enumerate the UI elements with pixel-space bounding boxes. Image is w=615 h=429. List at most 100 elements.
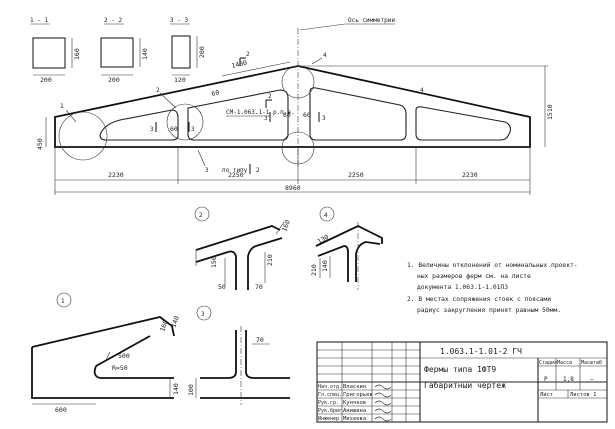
symmetry-axis-label: Ось симметрии xyxy=(348,17,395,24)
dim-1400: 1400 xyxy=(231,59,248,70)
section-2-2-label: 2 - 2 xyxy=(104,17,122,24)
note-line-2: ных размеров ферм см. на листе xyxy=(417,272,531,280)
detail-2-d150: 150 xyxy=(210,256,218,268)
detail-2-mark: 2 xyxy=(199,212,203,219)
stamp-mass-header: Масса xyxy=(557,360,572,366)
typ-mark: 2 xyxy=(256,167,260,174)
section-2-2-height: 140 xyxy=(141,48,149,60)
detail-4-mark: 4 xyxy=(324,212,328,219)
stamp-title-2: Габаритный чертеж xyxy=(424,380,506,390)
stamp-title-1: Фермы типа 1ФТ9 xyxy=(424,365,496,374)
stamp-role-4: Рук.бриг. xyxy=(318,407,345,414)
section-1-1: 1 - 1 200 160 xyxy=(30,17,81,84)
signature-5 xyxy=(374,416,392,422)
dim-60-b: 60 xyxy=(170,125,178,133)
stamp-name-4: Анишина xyxy=(343,408,366,414)
dim-450: 450 xyxy=(36,138,44,150)
truss-main-view: Ось симметрии 1 2 4 3 1400 2 2 xyxy=(36,17,554,195)
section-2-2: 2 - 2 200 140 xyxy=(100,17,149,84)
truss-opening-3 xyxy=(309,87,407,141)
detail-2-d210: 210 xyxy=(266,254,274,266)
callout-1: 1 xyxy=(60,103,64,110)
detail-circle-4 xyxy=(281,65,315,99)
stamp-name-2: Григорьев xyxy=(343,392,373,398)
detail-2: 2 150 210 50 70 160 xyxy=(194,206,292,291)
detail-3-mark: 3 xyxy=(201,311,205,318)
detail-2-d160: 160 xyxy=(280,219,292,233)
truss-opening-1 xyxy=(99,109,179,141)
detail-2-d50: 50 xyxy=(218,283,226,291)
signature-1 xyxy=(374,384,392,390)
dim-2250-a: 2250 xyxy=(228,171,244,179)
stamp-code: 1.063.1-1.01-2 ГЧ xyxy=(440,347,522,356)
note-line-4: 2. В местах сопряжения стоек с поясами xyxy=(407,296,551,303)
detail-4-d210: 210 xyxy=(310,264,318,276)
section-1-1-width: 200 xyxy=(40,76,52,84)
detail-1-d500: 500 xyxy=(118,352,130,360)
callout-4: 4 xyxy=(323,52,327,59)
signature-2 xyxy=(374,392,392,398)
signature-3 xyxy=(374,400,392,406)
stamp-role-2: Гл.спец. xyxy=(318,392,342,398)
section-2-2-shape xyxy=(100,37,134,68)
section-3-3-width: 120 xyxy=(174,76,186,84)
cut-mark-3c: 3 xyxy=(264,115,268,122)
truss-outline xyxy=(54,65,531,148)
section-3-3-label: 3 - 3 xyxy=(170,17,188,24)
dim-60-c: 60 xyxy=(283,111,291,119)
stamp-mass: 1,8 xyxy=(563,376,574,383)
dim-60-a: 60 xyxy=(211,88,220,97)
stamp-role-5: Инженер xyxy=(318,416,339,422)
stamp-sheet-header: Лист xyxy=(540,392,553,398)
dim-60-d: 60 xyxy=(303,111,311,119)
cut-mark-3d: 3 xyxy=(322,115,326,122)
detail-1-mark: 1 xyxy=(61,298,65,305)
detail-1-d140: 140 xyxy=(172,383,180,395)
section-1-1-label: 1 - 1 xyxy=(30,17,48,24)
note-line-5: радиус закругления принят равным 50мм. xyxy=(417,307,561,314)
dim-total-8960: 8960 xyxy=(285,184,301,192)
detail-1-d160: 160 xyxy=(158,319,170,333)
stamp-role-3: Рук.гр. xyxy=(318,400,339,406)
detail-4-d130: 130 xyxy=(316,233,330,246)
cut-mark-3b: 3 xyxy=(191,126,195,133)
detail-1-r50: R=50 xyxy=(112,364,128,372)
detail-1-d600: 600 xyxy=(55,406,67,414)
detail-circle-2 xyxy=(166,103,204,141)
detail-circle-1 xyxy=(58,111,108,161)
stamp-name-5: Михеева xyxy=(343,416,366,422)
notes-block: 1. Величины отклонений от номинальных пр… xyxy=(407,261,578,314)
section-1-1-height: 160 xyxy=(73,48,81,60)
stamp-scale: — xyxy=(590,376,594,383)
stamp-scale-header: Масштаб xyxy=(581,359,602,366)
section-1-1-shape xyxy=(32,37,66,69)
stamp-role-1: Нач.отд. xyxy=(318,384,342,390)
signature-4 xyxy=(374,408,392,414)
section-3-3-height: 200 xyxy=(198,46,206,58)
truss-opening-4 xyxy=(415,106,511,141)
section-2-2-width: 200 xyxy=(108,76,120,84)
dim-2230-a: 2230 xyxy=(108,171,124,179)
typ-label: по типу xyxy=(222,167,248,174)
cut-mark-2a: 2 xyxy=(246,51,250,58)
cut-mark-2b: 2 xyxy=(268,93,272,100)
note-line-3: документа 1.063.1-1.01ПЗ xyxy=(417,284,508,291)
detail-4: 4 210 140 130 xyxy=(310,206,383,290)
dim-1510: 1510 xyxy=(546,104,554,120)
detail-3: 3 70 100 xyxy=(187,305,290,405)
stamp-stage-header: Стадия xyxy=(539,360,557,366)
stamp-name-1: Власкин xyxy=(343,384,366,390)
side-mark: 4 xyxy=(420,87,424,94)
dim-2250-b: 2250 xyxy=(348,171,364,179)
title-block: 1.063.1-1.01-2 ГЧ Фермы типа 1ФТ9 Габари… xyxy=(316,341,608,423)
stamp-name-3: Кунчков xyxy=(343,400,366,406)
stamp-stage: Р xyxy=(544,376,548,383)
note-line-1: 1. Величины отклонений от номинальных пр… xyxy=(407,261,578,269)
detail-1: 1 500 R=50 140 600 160 140 xyxy=(31,292,181,414)
callout-3: 3 xyxy=(205,167,209,174)
cut-mark-3a: 3 xyxy=(150,126,154,133)
section-3-3-shape xyxy=(171,35,191,69)
detail-4-d140: 140 xyxy=(321,260,329,272)
